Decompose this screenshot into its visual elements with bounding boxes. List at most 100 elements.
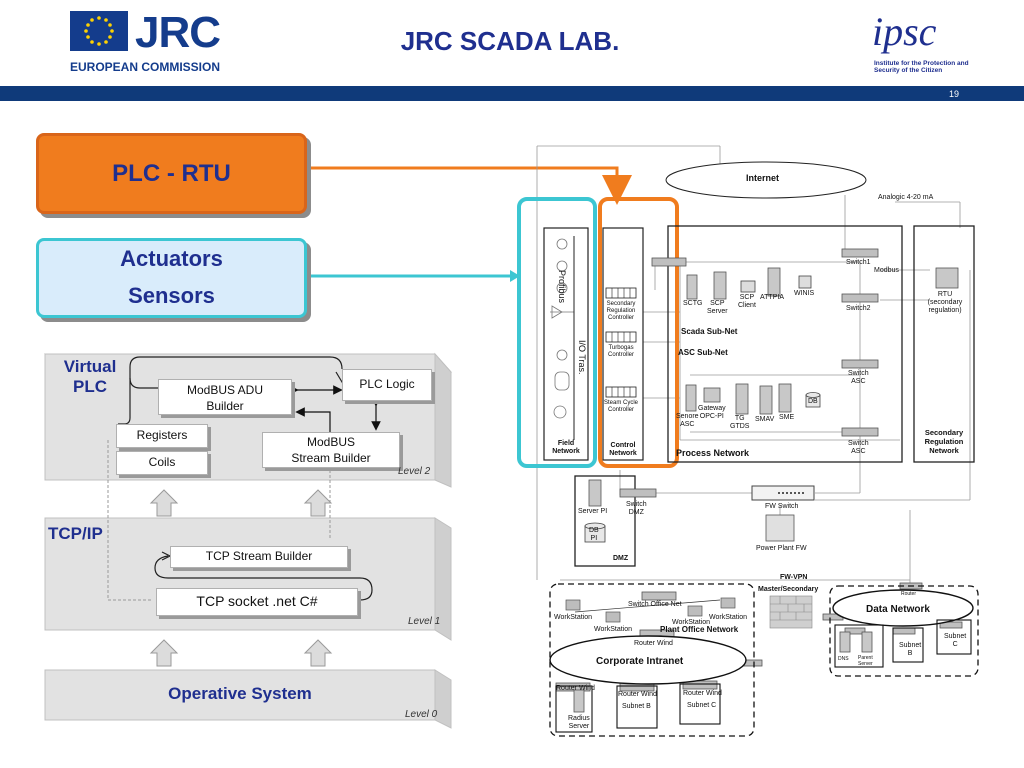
swa1-line2: ASC xyxy=(851,378,866,385)
actuators-label: Actuators xyxy=(120,246,223,271)
plc-connector-arrow xyxy=(304,166,632,205)
sme-label: SME xyxy=(779,414,795,421)
server-pi-label: Server PI xyxy=(578,508,608,515)
ps-line1: Parent xyxy=(858,655,873,661)
master-secondary-label: Master/Secondary xyxy=(758,586,819,593)
srn-line2: Regulation xyxy=(924,437,964,446)
modbus-label: Modbus xyxy=(874,267,899,274)
switch1-label: Switch1 xyxy=(846,259,871,266)
control-line2: Network xyxy=(609,450,637,457)
fw-vpn-label: FW-VPN xyxy=(780,574,808,581)
scp-server-label: SCP Server xyxy=(707,300,728,316)
fw-switch-label: FW Switch xyxy=(765,503,799,510)
stream-line2: Stream Builder xyxy=(291,451,371,465)
level-2-label: Level 2 xyxy=(398,466,431,477)
modbus-adu-builder-box: ModBUS ADU Builder xyxy=(158,379,292,415)
gw-line2: OPC-PI xyxy=(699,413,724,420)
tgg-line1: TG xyxy=(734,415,745,422)
workstation-label-4: WorkStation xyxy=(709,614,747,621)
sec-reg-network-label: Secondary Regulation Network xyxy=(916,428,972,455)
control-network-label: Control Network xyxy=(604,442,642,458)
network-wiring xyxy=(536,145,971,585)
db-label: DB xyxy=(808,398,818,405)
tg-line2: Controller xyxy=(607,352,634,358)
tgg-line2: GTDS xyxy=(730,423,750,430)
workstation-label-1: WorkStation xyxy=(554,614,592,621)
subnet-c-label: Subnet C xyxy=(687,702,717,709)
sa-line1: Senore xyxy=(676,413,699,420)
plc-rtu-box: PLC - RTU xyxy=(36,133,307,214)
router-wind-label-b: Router Wind xyxy=(618,691,657,698)
dsc-line1: Subnet xyxy=(944,633,967,640)
jrc-logo: JRC xyxy=(135,8,221,57)
stream-line1: ModBUS xyxy=(306,435,356,449)
rtu-line3: regulation) xyxy=(928,307,962,314)
rs-line1: Radius xyxy=(568,715,590,722)
dbpi-line2: PI xyxy=(590,535,598,542)
sdmz-line1: Switch xyxy=(626,501,647,508)
gateway-label: Gateway OPC-PI xyxy=(698,405,726,421)
scpc-line1: SCP xyxy=(739,294,755,301)
src-line3: Controller xyxy=(607,315,634,321)
dsb-line1: Subnet xyxy=(899,642,922,649)
switch-asc-label-1: Switch ASC xyxy=(848,370,869,386)
eu-flag-icon xyxy=(70,11,128,51)
dmz-label: DMZ xyxy=(613,555,629,562)
dbpi-line1: DB xyxy=(589,527,599,534)
internet-cloud xyxy=(665,161,867,199)
srn-line3: Network xyxy=(929,446,959,455)
dsc-line2: C xyxy=(952,641,958,648)
control-network-highlight xyxy=(598,197,679,468)
actuators-sensors-box: Actuators Sensors xyxy=(36,238,307,318)
field-line2: Network xyxy=(552,448,580,455)
sec-reg-ctrl-label: Secondary Regulation Controller xyxy=(603,301,639,322)
os-panel xyxy=(44,669,452,729)
rtu-label: RTU (secondary regulation) xyxy=(924,291,966,315)
db-pi-label: DB PI xyxy=(589,527,599,543)
page-title: JRC SCADA LAB. xyxy=(400,26,620,56)
parent-server-label: Parent Server xyxy=(858,655,873,667)
scada-subnet-label: Scada Sub-Net xyxy=(681,327,738,336)
power-plant-fw-label: Power Plant FW xyxy=(756,545,807,552)
src-line1: Secondary xyxy=(606,301,636,307)
virtual-plc-title-line2: PLC xyxy=(73,377,107,396)
scps-line1: SCP xyxy=(710,300,725,307)
swa2-line1: Switch xyxy=(848,440,869,447)
virtual-plc-title-line1: Virtual xyxy=(63,357,117,376)
tcpip-title: TCP/IP xyxy=(48,524,103,543)
swa1-line1: Switch xyxy=(848,370,869,377)
subnet-b-label: Subnet B xyxy=(622,703,651,710)
steam-ctrl-label: Steam Cycle Controller xyxy=(602,400,640,414)
rs-line2: Server xyxy=(568,723,590,730)
coils-box: Coils xyxy=(116,451,208,475)
scps-line2: Server xyxy=(707,308,728,315)
sctg-label: SCTG xyxy=(683,300,703,307)
router-wind-label-c: Router Wind xyxy=(683,690,722,697)
data-subnet-c-label: Subnet C xyxy=(944,633,966,649)
radius-server-label: Radius Server xyxy=(568,715,590,731)
control-line1: Control xyxy=(610,442,636,449)
smav-label: SMAV xyxy=(755,416,775,423)
ipsc-logo: ipsc xyxy=(872,9,937,54)
scp-client-label: SCP Client xyxy=(738,294,756,310)
level-1-label: Level 1 xyxy=(408,616,441,627)
sensors-label: Sensors xyxy=(128,283,215,308)
winis-label: WINIS xyxy=(794,290,815,297)
dsb-line2: B xyxy=(907,650,913,657)
attpia-label: ATTPIA xyxy=(760,294,784,301)
analogic-label: Analogic 4-20 mA xyxy=(878,194,934,201)
router-label: Router xyxy=(901,591,917,597)
sc-line2: Controller xyxy=(607,407,634,413)
workstation-label-2: WorkStation xyxy=(594,626,632,633)
tcp-stream-builder-box: TCP Stream Builder xyxy=(170,546,348,568)
swa2-line2: ASC xyxy=(851,448,866,455)
corporate-intranet-label: Corporate Intranet xyxy=(596,656,684,667)
gw-line1: Gateway xyxy=(698,405,726,412)
turbogas-ctrl-label: Turbogas Controller xyxy=(603,345,639,359)
senore-asc-label: Senore ASC xyxy=(676,413,699,429)
data-network-label: Data Network xyxy=(866,604,930,615)
sa-line2: ASC xyxy=(680,421,695,428)
internet-label: Internet xyxy=(746,173,780,183)
ps-line2: Server xyxy=(858,661,873,667)
